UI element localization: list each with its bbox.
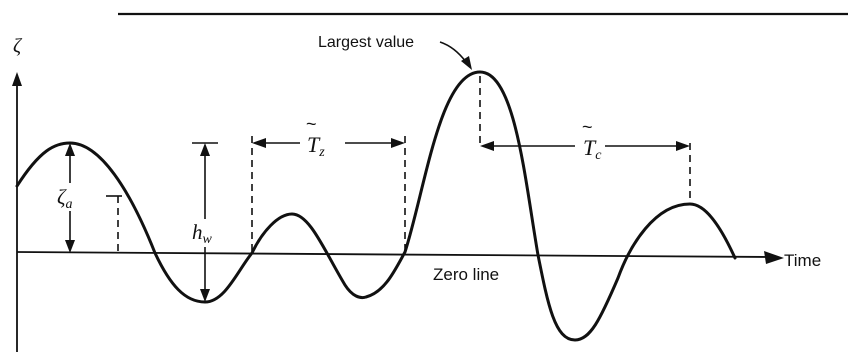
zeta-a-arrowhead-top [65, 143, 75, 156]
t-c-arrowhead-right [676, 141, 690, 151]
t-c-tilde: ~ [582, 117, 593, 137]
t-z-label: Tz [307, 132, 325, 160]
largest-value-leader [439, 41, 467, 63]
h-w-label-backdrop [190, 219, 222, 247]
zeta-a-arrowhead-bottom [65, 240, 75, 253]
zeta-a-label-backdrop [55, 183, 89, 211]
zero-line-label: Zero line [433, 265, 499, 284]
time-axis-label: Time [784, 251, 821, 270]
zeta-a-label: ζa [57, 185, 73, 212]
wave-curve [15, 70, 737, 342]
time-axis-arrowhead [764, 251, 784, 264]
zero-line [16, 251, 771, 258]
y-axis-symbol: ζ [13, 35, 23, 57]
t-z-arrowhead-right [391, 138, 405, 148]
h-w-label: hw [192, 220, 213, 247]
t-z-tilde: ~ [306, 114, 317, 134]
y-axis-arrowhead [12, 72, 22, 86]
t-c-label: Tc [583, 135, 602, 163]
largest-value-label: Largest value [318, 34, 414, 51]
t-z-arrowhead-left [252, 138, 266, 148]
h-w-arrowhead-top [200, 143, 210, 156]
largest-value-arrowhead [461, 56, 472, 70]
h-w-arrowhead-bottom [200, 289, 210, 302]
t-c-arrowhead-left [480, 141, 494, 151]
